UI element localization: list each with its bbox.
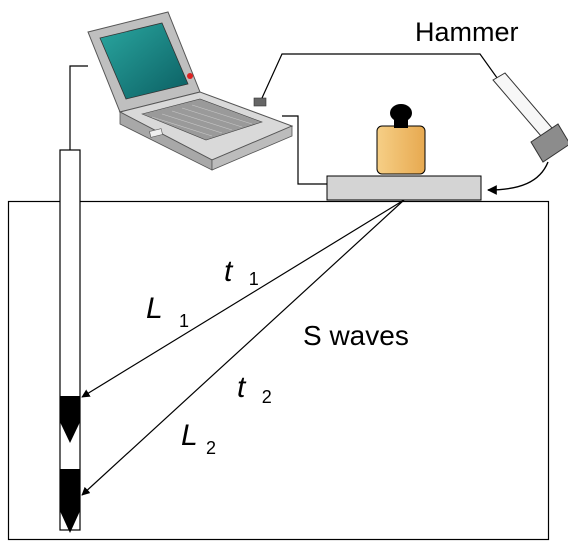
l2-label: L 2 <box>181 419 216 458</box>
power-led-icon <box>187 73 193 79</box>
weight-body <box>376 125 426 175</box>
strike-arrow <box>487 161 549 195</box>
upper-geophone <box>60 396 80 422</box>
upper-geophone-tip <box>60 422 80 443</box>
lower-geophone-tip <box>60 511 80 533</box>
source-plate <box>326 175 482 201</box>
laptop-screen <box>99 22 189 100</box>
hammer <box>492 72 568 163</box>
hammer-cable <box>261 53 501 99</box>
borehole <box>59 65 88 533</box>
weight <box>376 104 426 175</box>
l1-label: L 1 <box>146 292 189 331</box>
ray-l1 <box>81 199 405 398</box>
ray-l2 <box>81 199 405 496</box>
laptop-trackpad <box>149 128 163 138</box>
plate-cable <box>282 115 327 185</box>
hammer-handle <box>492 72 553 137</box>
hammer-label: Hammer <box>415 17 519 47</box>
ground-block <box>7 200 550 541</box>
borehole-cable <box>69 65 88 150</box>
laptop-port-icon <box>253 97 267 107</box>
weight-knob <box>390 104 412 122</box>
lower-geophone <box>60 469 80 511</box>
t1-label: t 1 <box>224 255 259 289</box>
s-waves-label: S waves <box>303 320 409 351</box>
laptop <box>87 11 294 171</box>
hammer-head <box>530 123 568 163</box>
laptop-base-side <box>211 125 293 171</box>
t2-label: t 2 <box>237 371 272 407</box>
